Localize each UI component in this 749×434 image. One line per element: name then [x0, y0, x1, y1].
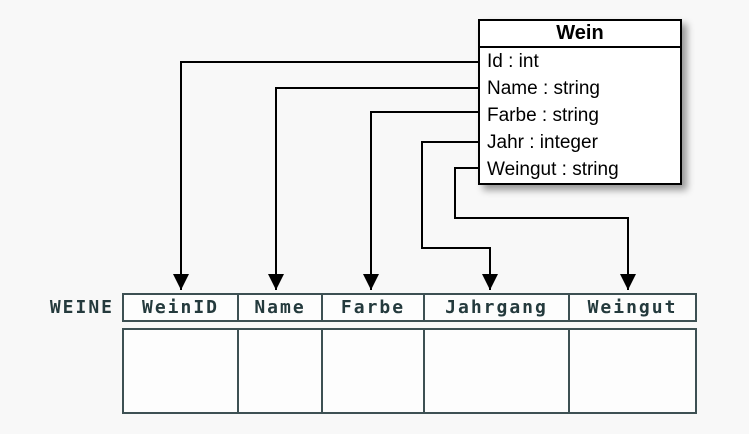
arrow-weingut-to-weingut [454, 167, 636, 290]
class-attribute-farbe: Farbe : string [487, 105, 599, 126]
empty-cell [239, 330, 323, 412]
empty-cell [425, 330, 570, 412]
class-attribute-jahr: Jahr : integer [487, 132, 598, 153]
class-attribute-name: Name : string [487, 78, 600, 99]
class-title: Wein [480, 21, 680, 48]
class-attribute-id: Id : int [487, 51, 539, 72]
table-name-label: WEINE [49, 297, 114, 318]
table-header-row: WeinID Name Farbe Jahrgang Weingut [122, 293, 697, 322]
empty-cell [570, 330, 695, 412]
arrow-farbe-to-farbe [363, 111, 478, 290]
arrow-name-to-name [268, 87, 478, 290]
column-header-weinid: WeinID [124, 295, 239, 320]
column-header-name: Name [239, 295, 323, 320]
column-header-farbe: Farbe [323, 295, 425, 320]
column-header-jahrgang: Jahrgang [425, 295, 570, 320]
uml-class-wein: Wein Id : int Name : string Farbe : stri… [478, 19, 682, 185]
column-header-weingut: Weingut [587, 297, 678, 318]
empty-cell [124, 330, 239, 412]
table-body-row [122, 328, 697, 414]
empty-cell [323, 330, 425, 412]
arrow-jahr-to-jahrgang [421, 141, 498, 290]
class-attribute-weingut: Weingut : string [487, 159, 619, 180]
arrow-id-to-weinid [173, 61, 478, 290]
